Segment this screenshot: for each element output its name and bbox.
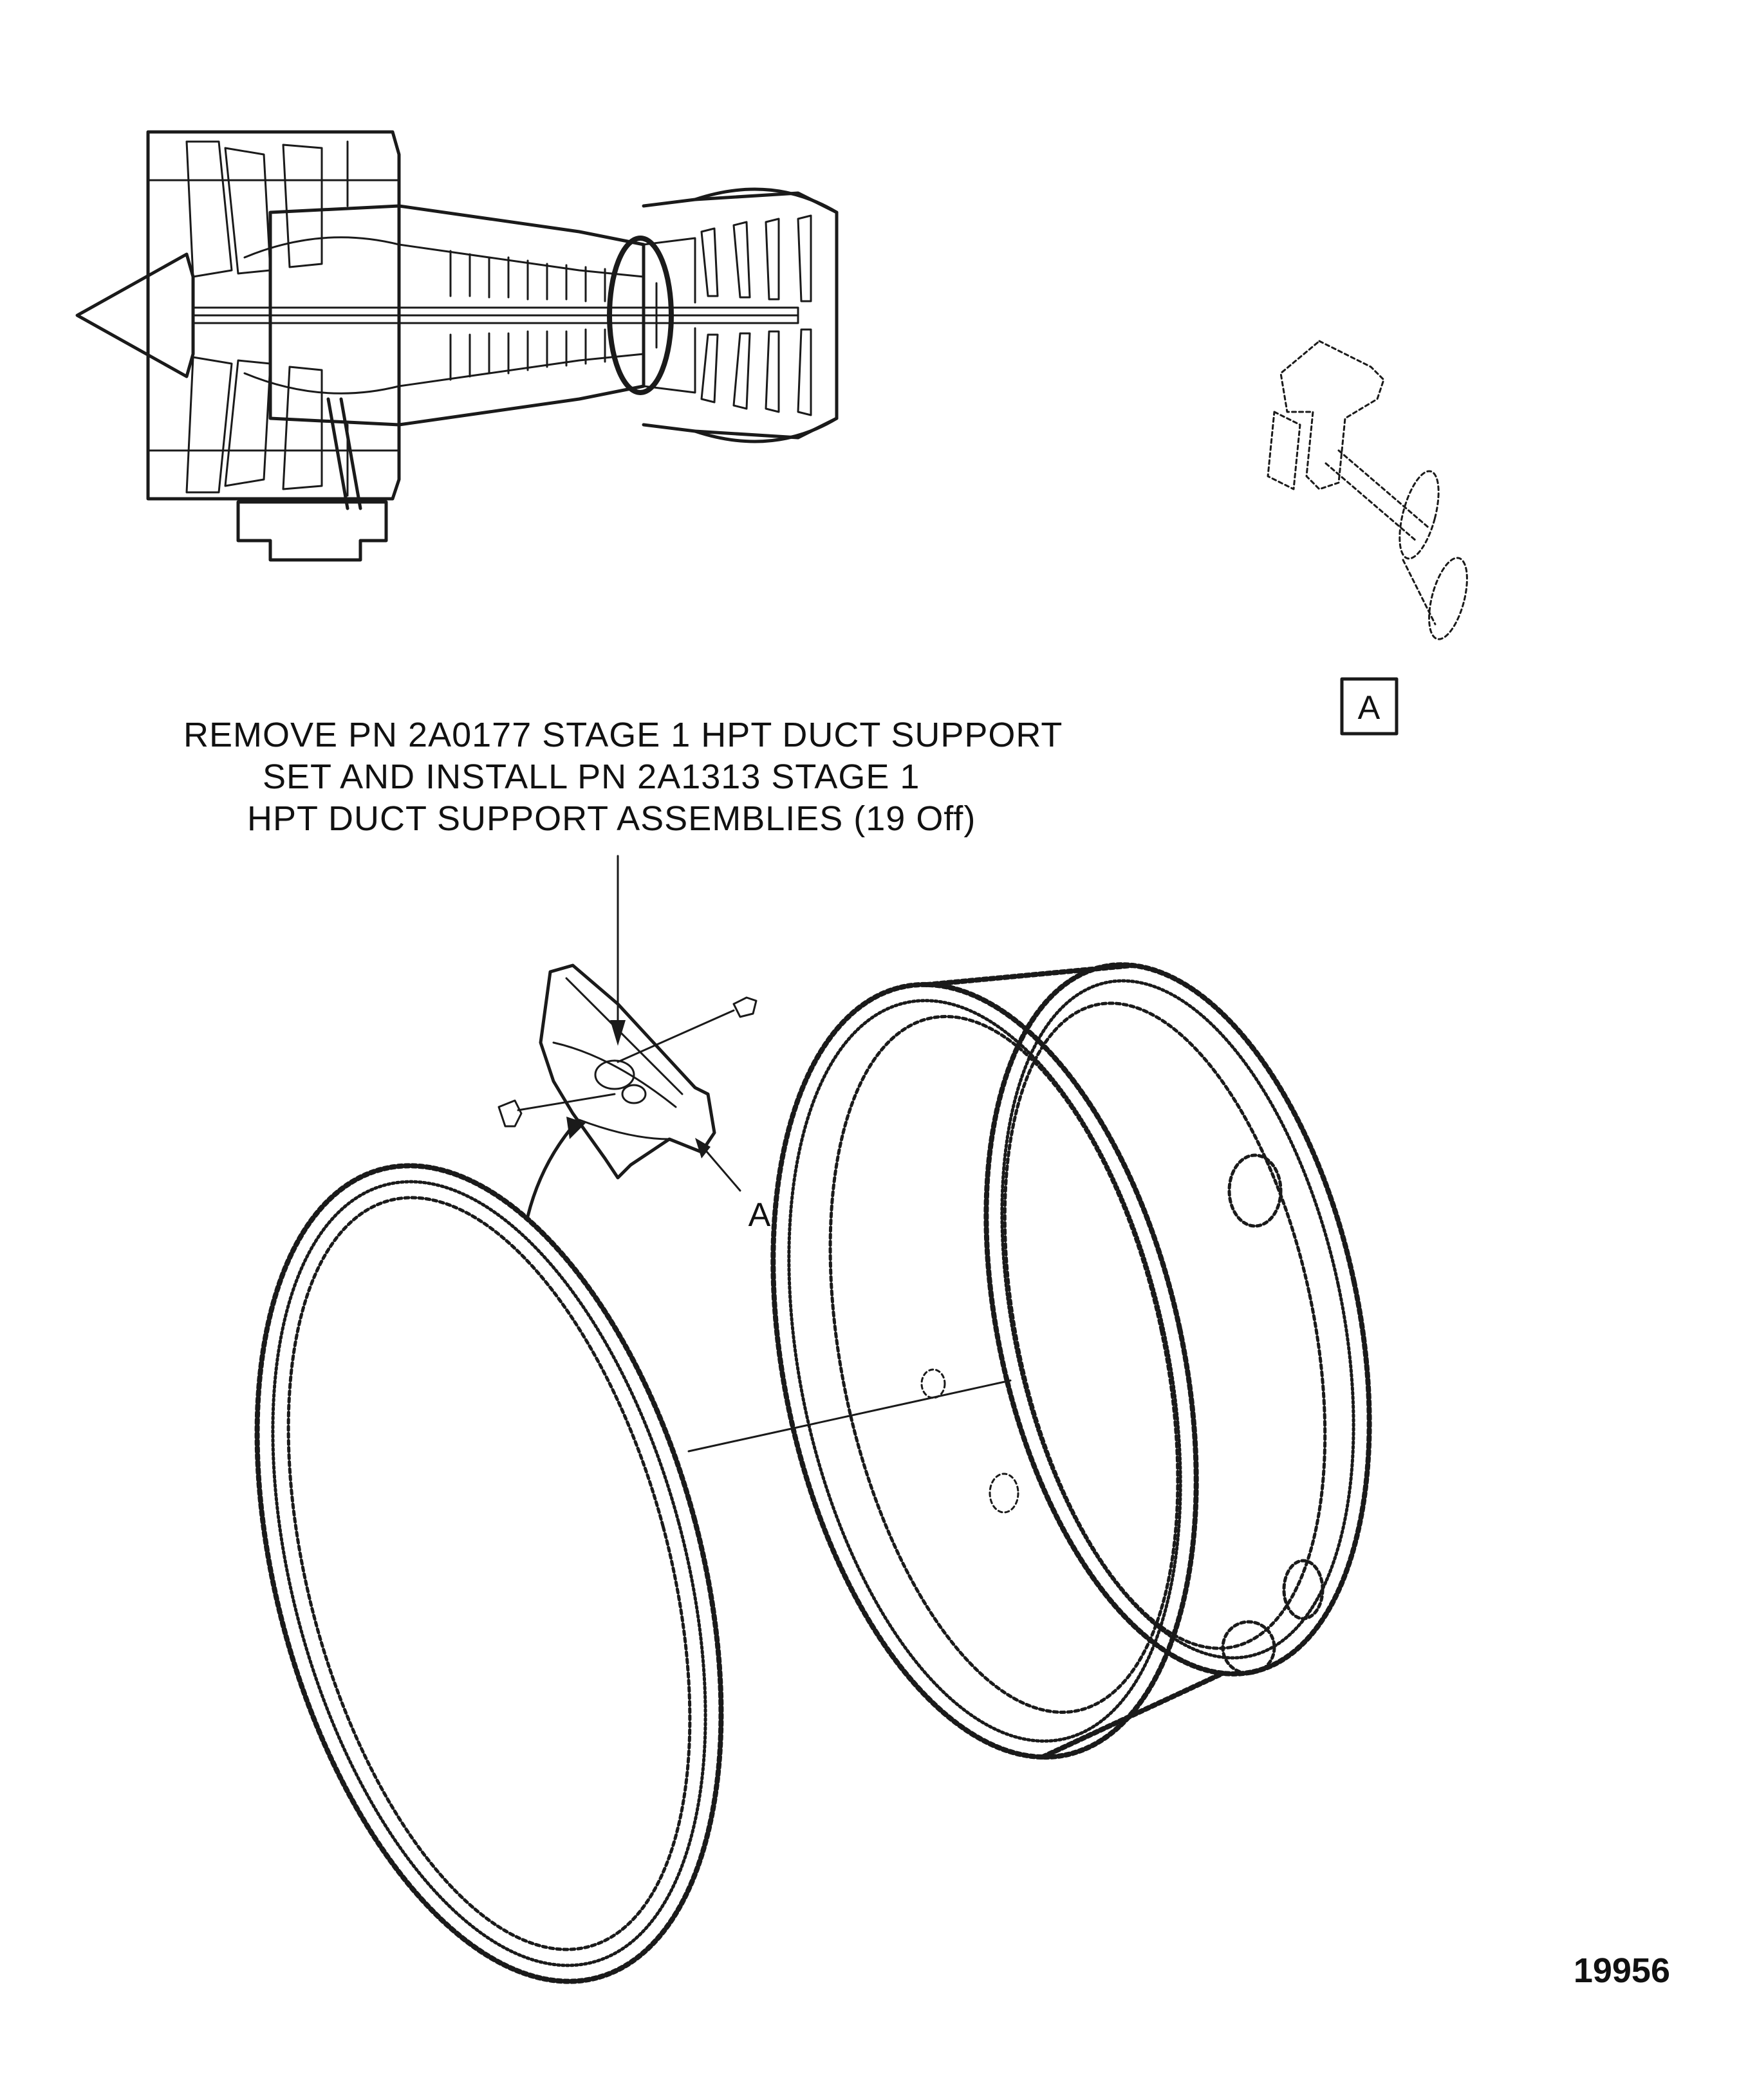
callout-line-1: REMOVE PN 2A0177 STAGE 1 HPT DUCT SUPPOR… — [183, 716, 1063, 754]
locator-sketch — [1267, 340, 1468, 640]
nut — [617, 996, 758, 1063]
callout-leader — [610, 855, 626, 1046]
view-arrow: A — [695, 1138, 771, 1234]
callout-line-3: HPT DUCT SUPPORT ASSEMBLIES (19 Off) — [247, 799, 976, 838]
view-arrow-letter: A — [748, 1196, 771, 1234]
figure-number: 19956 — [1574, 1951, 1670, 1990]
view-reference-box: A — [1340, 677, 1399, 736]
assembly-direction-arrow — [526, 1117, 586, 1218]
callout-line-2: SET AND INSTALL PN 2A1313 STAGE 1 — [263, 757, 920, 796]
hpt-duct-casing — [770, 962, 1372, 1760]
bolt — [497, 1093, 616, 1128]
seal-ring — [254, 1163, 724, 1984]
duct-support-assembly — [497, 963, 758, 1180]
engine-cross-section — [75, 130, 839, 562]
callout-text: REMOVE PN 2A0177 STAGE 1 HPT DUCT SUPPOR… — [183, 716, 1063, 838]
center-axis-line — [687, 1379, 1012, 1453]
view-reference-letter: A — [1358, 689, 1380, 727]
